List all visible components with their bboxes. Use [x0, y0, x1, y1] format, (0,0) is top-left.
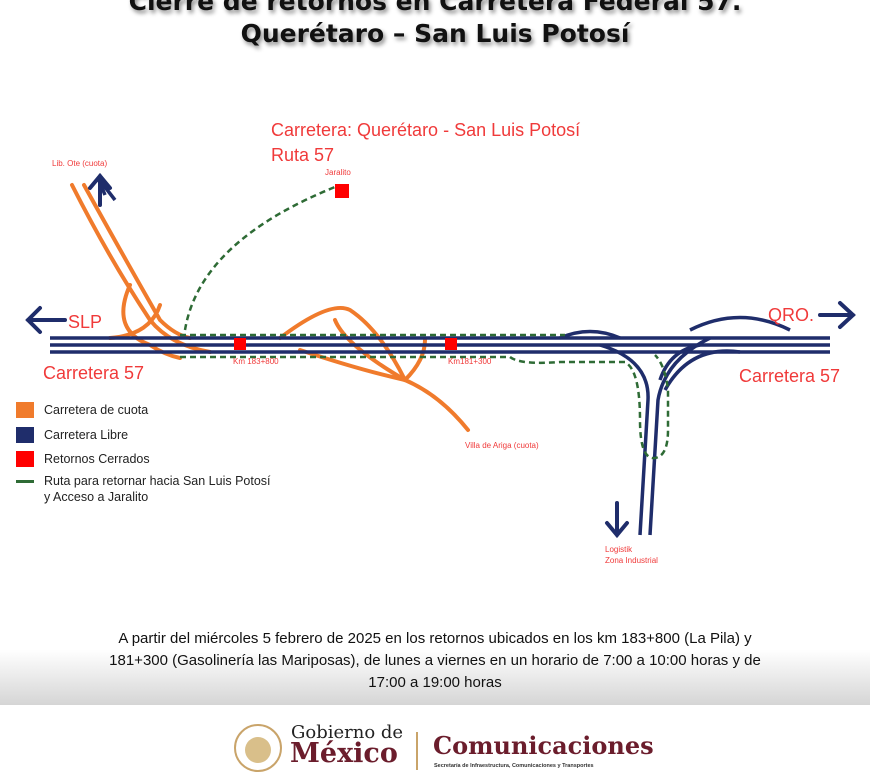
legend: Carretera de cuota Carretera Libre Retor… [16, 398, 271, 504]
free-roads [50, 176, 830, 536]
direction-arrows [25, 172, 856, 539]
route-swatch-icon [16, 480, 34, 483]
bottom-fade [0, 650, 870, 705]
closed-return-km183-800 [234, 338, 246, 350]
notice-line-3: 17:00 a 19:00 horas [368, 674, 502, 691]
footer-divider [416, 732, 418, 770]
legend-label-cont: y Acceso a Jaralito [44, 489, 149, 504]
jaralito-marker [335, 184, 349, 198]
arrow-slp-icon [25, 306, 67, 334]
notice-line-1: A partir del miércoles 5 febrero de 2025… [118, 630, 752, 647]
legend-item-toll: Carretera de cuota [16, 398, 271, 423]
notice-line-2: 181+300 (Gasolinería las Mariposas), de … [109, 652, 761, 669]
arrow-lib-ote-icon [88, 172, 112, 207]
footer [0, 705, 870, 773]
road-diagram [25, 172, 856, 539]
title-line-1: Cierre de retornos en Carretera Federal … [128, 0, 742, 16]
legend-item-closed: Retornos Cerrados [16, 447, 271, 472]
label-carretera-left: Carretera 57 [43, 363, 145, 383]
map-route: Ruta 57 [271, 145, 335, 165]
agency-name: Comunicaciones [433, 731, 654, 760]
label-qro: QRO. [768, 305, 815, 325]
label-zona-industrial: Zona Industrial [605, 556, 658, 565]
gobierno-line-2: México [290, 738, 398, 769]
agency-subtitle: Secretaría de Infraestructura, Comunicac… [434, 763, 594, 769]
title-line-2: Querétaro – San Luis Potosí [240, 19, 630, 48]
free-swatch-icon [16, 426, 34, 443]
notice-text: A partir del miércoles 5 febrero de 2025… [0, 628, 870, 694]
gobierno-line-1: Gobierno de [291, 722, 404, 743]
toll-roads [70, 183, 470, 432]
closed-return-km181-300 [445, 338, 457, 350]
legend-label: Retornos Cerrados [44, 452, 150, 467]
legend-item-route: Ruta para retornar hacia San Luis Potosí [16, 472, 271, 490]
toll-swatch-icon [16, 402, 34, 419]
legend-label: Ruta para retornar hacia San Luis Potosí [44, 473, 271, 488]
closed-swatch-icon [16, 451, 34, 468]
label-slp: SLP [68, 312, 103, 332]
legend-label: Carretera de cuota [44, 403, 149, 418]
label-carretera-right: Carretera 57 [739, 366, 841, 386]
label-km-181-300: Km181+300 [448, 357, 492, 366]
label-jaralito: Jaralito [325, 168, 351, 177]
label-km-183-800: Km 183+800 [233, 357, 279, 366]
legend-label: Carretera Libre [44, 427, 129, 442]
label-villa-de-ariga: Villa de Ariga (cuota) [465, 441, 539, 450]
return-route [180, 183, 670, 460]
national-seal-icon [234, 724, 282, 772]
legend-item-free: Carretera Libre [16, 423, 271, 448]
label-logistik: Logistik [605, 545, 633, 554]
map-heading: Carretera: Querétaro - San Luis Potosí [271, 120, 581, 140]
arrow-logistik-icon [605, 501, 629, 539]
label-lib-ote: Lib. Ote (cuota) [52, 159, 108, 168]
arrow-qro-icon [818, 301, 856, 329]
